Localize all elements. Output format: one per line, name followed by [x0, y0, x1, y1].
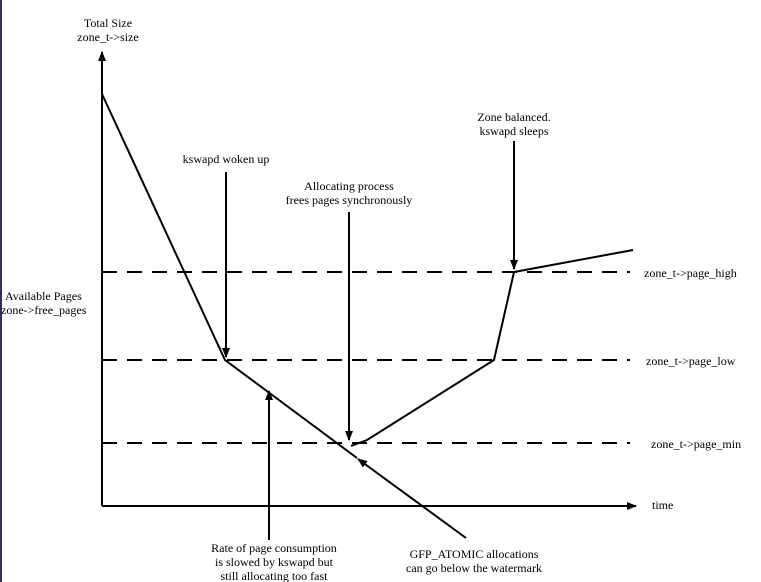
- annotation-frees-line1: Allocating process: [304, 179, 394, 193]
- y-axis-label-line2: zone_t->size: [77, 30, 138, 44]
- x-axis-label: time: [652, 498, 673, 512]
- free-pages-curve: [101, 93, 358, 459]
- recovery-curve: [350, 249, 634, 447]
- arrow-gfp: [357, 458, 467, 539]
- window-frame-edge: [0, 0, 2, 582]
- annotation-balanced-line2: kswapd sleeps: [480, 124, 549, 138]
- annotation-rate-line1: Rate of page consumption: [211, 541, 337, 555]
- annotation-kswapd-woken: kswapd woken up: [183, 152, 270, 166]
- y-axis-label-line1: Total Size: [84, 16, 132, 30]
- page-low-label: zone_t->page_low: [646, 354, 736, 368]
- annotation-rate-line2: is slowed by kswapd but: [215, 555, 334, 569]
- annotation-balanced-line1: Zone balanced.: [477, 110, 550, 124]
- annotation-rate-line3: still allocating too fast: [221, 569, 329, 582]
- y-quantity-label-line1: Available Pages: [5, 289, 82, 303]
- page-high-label: zone_t->page_high: [644, 266, 737, 280]
- annotation-gfp-line2: can go below the watermark: [406, 561, 542, 575]
- page-min-label: zone_t->page_min: [651, 437, 741, 451]
- annotation-frees-line2: frees pages synchronously: [286, 193, 413, 207]
- y-quantity-label-line2: zone->free_pages: [1, 303, 87, 317]
- annotation-gfp-line1: GFP_ATOMIC allocations: [410, 547, 539, 561]
